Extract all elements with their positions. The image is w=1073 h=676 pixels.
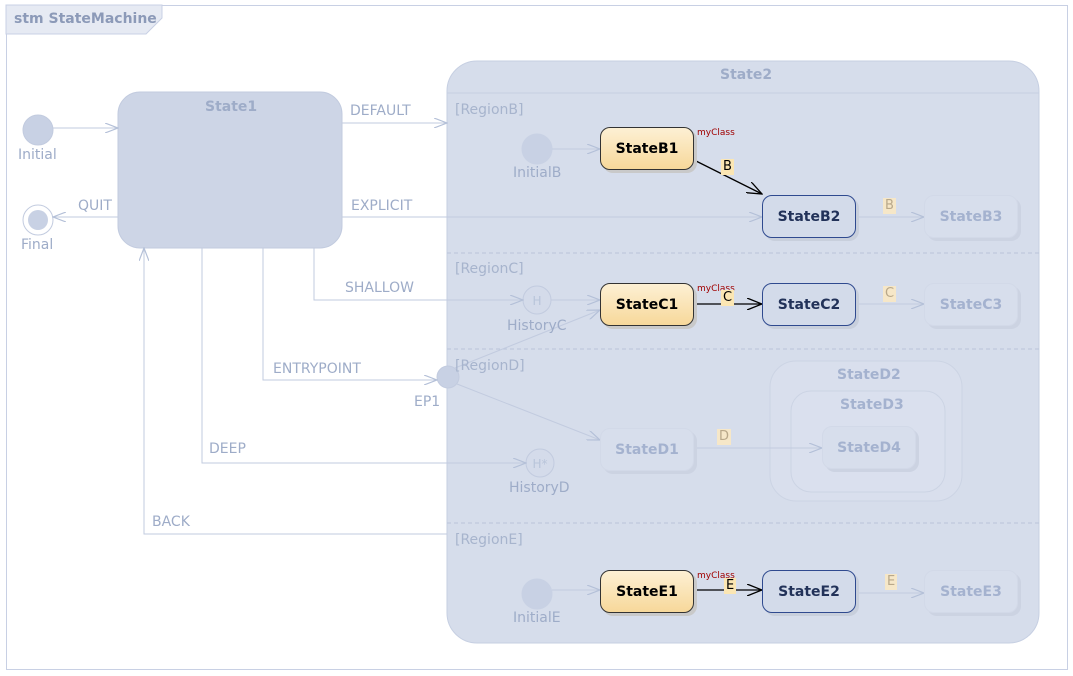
historyC-label: HistoryC — [507, 318, 567, 334]
initialE-label: InitialE — [513, 610, 561, 626]
stateD3-title: StateD3 — [840, 397, 904, 413]
transition-label-shallow: SHALLOW — [345, 280, 414, 296]
transition-b1-b2 — [693, 159, 762, 194]
frame-title: stm StateMachine — [14, 11, 157, 27]
stateD2-title: StateD2 — [837, 367, 901, 383]
trigger-label-b-faded: B — [883, 198, 896, 214]
stateB1[interactable]: StateB1 — [600, 127, 694, 170]
trigger-label-c-faded: C — [883, 286, 897, 302]
stateB3[interactable]: StateB3 — [924, 195, 1018, 238]
stateB2[interactable]: StateB2 — [762, 195, 856, 238]
ep1-label: EP1 — [414, 394, 441, 410]
stateC1[interactable]: StateC1 — [600, 283, 694, 326]
transition-back — [144, 248, 447, 535]
transition-label-explicit: EXPLICIT — [351, 198, 413, 214]
transition-label-entrypoint: ENTRYPOINT — [273, 361, 361, 377]
trigger-label-b-active: B — [721, 159, 734, 175]
region-b-label: [RegionB] — [455, 102, 524, 118]
initialE-node — [521, 578, 553, 610]
stateC2[interactable]: StateC2 — [762, 283, 856, 326]
transition-deep — [201, 248, 526, 463]
trigger-label-e-active: E — [724, 578, 737, 594]
state1-box — [117, 91, 343, 249]
frame-tab — [5, 4, 163, 35]
final-node-inner — [28, 210, 48, 230]
stateE1[interactable]: StateE1 — [600, 570, 694, 613]
region-d-label: [RegionD] — [455, 358, 525, 374]
region-c-label: [RegionC] — [455, 261, 524, 277]
initial-node — [22, 114, 54, 146]
initialB-label: InitialB — [513, 165, 562, 181]
transition-label-back: BACK — [152, 514, 190, 530]
state1-title: State1 — [205, 99, 258, 115]
transition-label-deep: DEEP — [209, 441, 246, 457]
trigger-label-c-active: C — [721, 290, 735, 306]
transition-entrypoint — [262, 248, 437, 380]
stateD1[interactable]: StateD1 — [600, 428, 694, 471]
transition-ep1-d1 — [456, 383, 600, 440]
transition-label-quit: QUIT — [78, 198, 112, 214]
history-glyph: H — [532, 294, 541, 308]
stateC1-myclass: myClass — [697, 284, 735, 294]
deep-history-glyph: H* — [532, 457, 547, 471]
trigger-label-e-faded: E — [885, 574, 898, 590]
stateE3[interactable]: StateE3 — [924, 570, 1018, 613]
transition-ep1-c1 — [454, 310, 600, 369]
historyD-label: HistoryD — [509, 480, 570, 496]
trigger-label-d-faded: D — [717, 429, 732, 445]
transition-label-default: DEFAULT — [350, 103, 411, 119]
stateD4[interactable]: StateD4 — [822, 426, 916, 469]
transition-shallow — [313, 248, 523, 300]
stateE1-myclass: myClass — [697, 571, 735, 581]
stateE2[interactable]: StateE2 — [762, 570, 856, 613]
state2-title: State2 — [720, 67, 773, 83]
region-e-label: [RegionE] — [455, 532, 523, 548]
final-label: Final — [21, 237, 54, 253]
initial-label: Initial — [18, 147, 57, 163]
stateC3[interactable]: StateC3 — [924, 283, 1018, 326]
stateB1-myclass: myClass — [697, 128, 735, 138]
initialB-node — [521, 133, 553, 165]
